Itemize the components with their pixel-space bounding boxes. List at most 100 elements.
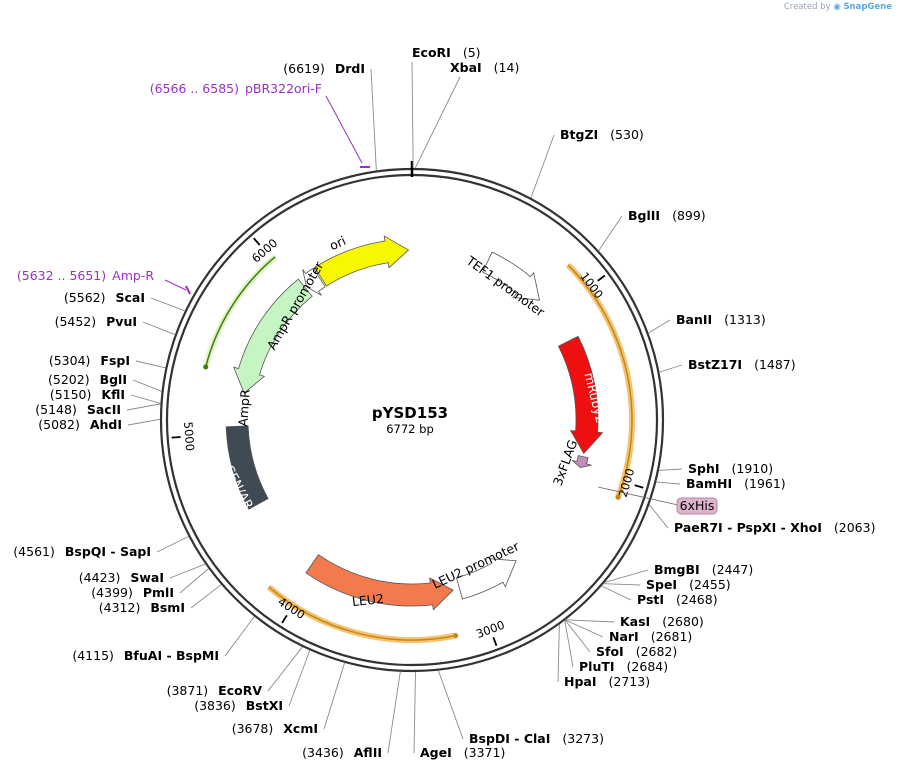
- site-label: BtgZI(530): [560, 127, 644, 142]
- site-label: PstI(2468): [637, 592, 718, 607]
- site-drdi[interactable]: (6619)DrdI: [283, 61, 377, 171]
- site-bglii[interactable]: BglII(899): [598, 208, 706, 251]
- snapgene-logo: ◉: [833, 2, 841, 12]
- site-bmgbi[interactable]: BmgBI(2447): [604, 562, 753, 583]
- site-kasi[interactable]: KasI(2680): [565, 614, 704, 629]
- site-bsmi[interactable]: (4312)BsmI: [99, 584, 222, 615]
- feature-mruby2[interactable]: [557, 335, 604, 455]
- site-sphi[interactable]: SphI(1910): [658, 461, 774, 476]
- feature-label-ori: ori: [327, 233, 348, 253]
- site-leader: [564, 619, 591, 653]
- site-label: (5304)FspI: [49, 353, 130, 368]
- site-leader: [190, 584, 222, 609]
- enzyme-position: (3678): [232, 721, 274, 736]
- site-kfli[interactable]: (5150)KflI: [50, 387, 161, 404]
- feature-tef1-promoter[interactable]: [482, 251, 541, 301]
- feature-ori[interactable]: [314, 235, 410, 287]
- enzyme-position: (14): [494, 60, 520, 75]
- site-bgli[interactable]: (5202) BglI: [48, 372, 162, 392]
- orf-arc-mruby2-line: [567, 264, 633, 498]
- tick-label: 6000: [249, 236, 280, 266]
- site-bamhi[interactable]: BamHI(1961): [656, 476, 786, 491]
- site-label: SfoI(2682): [596, 644, 677, 659]
- site-agei[interactable]: AgeI(3371): [413, 671, 505, 760]
- primer-label: (5632 .. 5651)Amp-R: [17, 268, 154, 283]
- enzyme-position: (4561): [13, 544, 55, 559]
- tick-mark: [492, 636, 498, 647]
- tick-label: 3000: [474, 618, 506, 641]
- feature-ampr-promoter[interactable]: [302, 267, 326, 296]
- site-leader: [142, 321, 176, 335]
- enzyme-name: XbaI: [450, 60, 482, 75]
- site-pluti[interactable]: PluTI(2684): [564, 620, 669, 674]
- enzyme-position: (1910): [732, 461, 774, 476]
- site-psti[interactable]: PstI(2468): [601, 585, 718, 607]
- feature-3xflag[interactable]: [571, 455, 592, 469]
- site-leader: [414, 76, 461, 169]
- primer-range: (6566 .. 6585): [150, 81, 239, 96]
- orf-arc-ampr-line: [204, 256, 276, 368]
- site-banii[interactable]: BanII(1313): [648, 312, 766, 334]
- site-label: (5150)KflI: [50, 387, 125, 402]
- site-swai[interactable]: (4423)SwaI: [79, 563, 206, 585]
- site-fspi[interactable]: (5304)FspI: [49, 353, 166, 369]
- feature-leu2[interactable]: [305, 554, 454, 611]
- primer-amp-r[interactable]: (5632 .. 5651)Amp-R: [17, 268, 191, 295]
- site-sacii[interactable]: (5148)SacII: [35, 402, 161, 417]
- site-ecori[interactable]: EcoRI(5): [411, 45, 481, 169]
- site-ahdi[interactable]: (5082)AhdI: [38, 417, 161, 432]
- tag-6xhis[interactable]: 6xHis: [597, 486, 718, 515]
- site-aflii[interactable]: (3436)AflII: [302, 671, 401, 760]
- site-label: (4399)PmlI: [91, 585, 174, 600]
- feature-ampr[interactable]: [232, 278, 313, 394]
- enzyme-position: (4423): [79, 570, 121, 585]
- primer-leader: [164, 279, 187, 291]
- enzyme-name: PmlI: [143, 585, 174, 600]
- site-nari[interactable]: NarI(2681): [565, 619, 692, 644]
- enzyme-name: BglI: [100, 372, 127, 387]
- enzyme-name: PstI: [637, 592, 664, 607]
- site-paer7i-pspxi-xhoi[interactable]: PaeR7I - PspXI - XhoI(2063): [648, 504, 875, 535]
- enzyme-position: (5562): [64, 290, 106, 305]
- site-sfoi[interactable]: SfoI(2682): [564, 619, 677, 659]
- credit-prefix: Created by: [783, 2, 831, 12]
- site-xbai[interactable]: XbaI (14): [414, 60, 519, 169]
- site-label: (5148)SacII: [35, 402, 121, 417]
- site-btgzi[interactable]: BtgZI(530): [530, 127, 644, 199]
- site-bspdi-clai[interactable]: BspDI - ClaI(3273): [437, 670, 604, 746]
- tag-label: 6xHis: [680, 498, 715, 513]
- primer-label: (6566 .. 6585)pBR322ori-F: [150, 81, 322, 96]
- primer-pbr322ori-f[interactable]: (6566 .. 6585)pBR322ori-F: [150, 81, 370, 168]
- enzyme-name: AhdI: [90, 417, 122, 432]
- feature-cen-ars[interactable]: [225, 425, 269, 510]
- enzyme-name: ScaI: [116, 290, 146, 305]
- site-bstxi[interactable]: (3836)BstXI: [194, 650, 311, 713]
- site-label: XbaI (14): [450, 60, 519, 75]
- tick-mark: [253, 237, 261, 246]
- enzyme-position: (5150): [50, 387, 92, 402]
- site-scai[interactable]: (5562) ScaI: [64, 290, 186, 312]
- enzyme-position: (1961): [744, 476, 786, 491]
- tick-mark: [597, 274, 606, 282]
- site-spei[interactable]: SpeI(2455): [603, 577, 731, 592]
- site-label: EcoRI(5): [412, 45, 481, 60]
- site-leader: [530, 134, 555, 199]
- site-bfuai-bspmi[interactable]: (4115)BfuAI - BspMI: [72, 616, 255, 663]
- site-ecorv[interactable]: (3871)EcoRV: [167, 646, 303, 698]
- enzyme-name: BspQI - SapI: [65, 544, 151, 559]
- site-pmli[interactable]: (4399)PmlI: [91, 568, 209, 600]
- tick-mark: [634, 484, 644, 489]
- enzyme-position: (2680): [662, 614, 704, 629]
- site-hpai[interactable]: HpaI(2713): [557, 624, 650, 689]
- site-bstz17i[interactable]: BstZ17I(1487): [659, 357, 796, 373]
- primer-mark: [185, 285, 191, 295]
- enzyme-position: (3436): [302, 745, 344, 760]
- site-xcmi[interactable]: (3678)XcmI: [232, 662, 345, 736]
- site-leader: [564, 620, 574, 668]
- feature-label-leu2: LEU2: [351, 591, 384, 609]
- enzyme-position: (2684): [627, 659, 669, 674]
- enzyme-position: (5202): [48, 372, 90, 387]
- site-bspqi-sapi[interactable]: (4561) BspQI - SapI: [13, 536, 189, 559]
- feature-leu2-promoter[interactable]: [455, 558, 517, 600]
- site-pvui[interactable]: (5452)PvuI: [55, 314, 176, 335]
